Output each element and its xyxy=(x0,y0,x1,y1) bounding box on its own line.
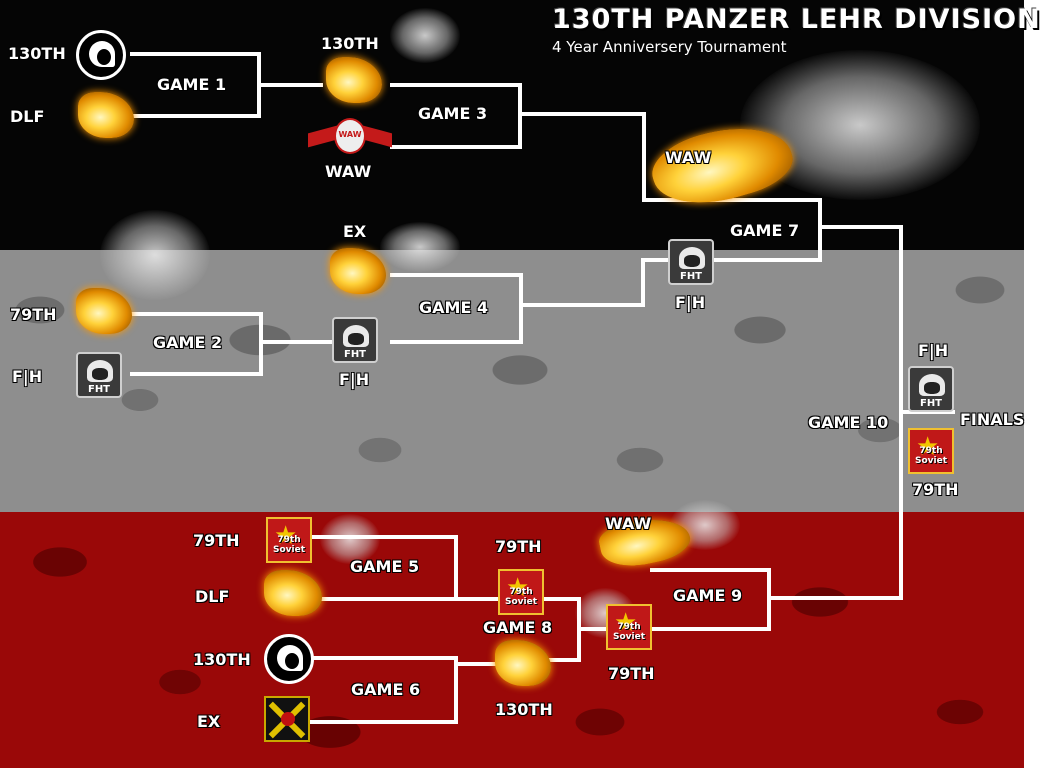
page-subtitle: 4 Year Anniversery Tournament xyxy=(552,38,787,56)
winged-eagle-icon: WAW xyxy=(308,116,392,156)
helmet-soldier-icon: FHT xyxy=(76,352,122,398)
helmet-soldier-icon: FHT xyxy=(908,366,954,412)
game-label: GAME 3 xyxy=(418,104,488,123)
team-label: WAW xyxy=(325,162,372,181)
team-label: EX xyxy=(343,222,367,241)
page-title: 130TH PANZER LEHR DIVISION xyxy=(552,4,1041,35)
game-label: GAME 8 xyxy=(483,618,553,637)
team-label: 130TH xyxy=(193,650,251,669)
smoke-wisp xyxy=(380,222,460,272)
game-label: GAME 2 xyxy=(153,333,223,352)
team-label: 130TH xyxy=(321,34,379,53)
team-label: 79TH xyxy=(495,537,542,556)
finals-label: FINALS xyxy=(960,410,1025,429)
team-label: 79TH xyxy=(193,531,240,550)
team-label: 130TH xyxy=(8,44,66,63)
flaming-logo-icon xyxy=(326,57,382,103)
team-label: F|H xyxy=(675,293,706,312)
soviet-star-icon: ★79th Soviet xyxy=(606,604,652,650)
flaming-logo-icon xyxy=(330,248,386,294)
game-label: GAME 4 xyxy=(419,298,489,317)
panther-head-icon xyxy=(76,30,126,80)
flaming-logo-icon xyxy=(495,640,551,686)
team-label: 79TH xyxy=(912,480,959,499)
team-label: F|H xyxy=(12,367,43,386)
team-label: DLF xyxy=(10,107,45,126)
team-label: WAW xyxy=(665,148,712,167)
panther-head-icon xyxy=(264,634,314,684)
flaming-logo-icon xyxy=(78,92,134,138)
helmet-soldier-icon: FHT xyxy=(332,317,378,363)
team-label: F|H xyxy=(339,370,370,389)
soviet-star-icon: ★79th Soviet xyxy=(498,569,544,615)
team-label: 79TH xyxy=(608,664,655,683)
game-label: GAME 6 xyxy=(351,680,421,699)
soviet-star-icon: ★79th Soviet xyxy=(908,428,954,474)
smoke-wisp xyxy=(320,514,380,564)
crossed-x-icon xyxy=(264,696,310,742)
game-label: GAME 5 xyxy=(350,557,420,576)
team-label: F|H xyxy=(918,341,949,360)
game-label: GAME 10 xyxy=(808,413,889,432)
game-label: GAME 7 xyxy=(730,221,800,240)
team-label: 130TH xyxy=(495,700,553,719)
smoke-wisp xyxy=(390,8,460,63)
flaming-logo-icon xyxy=(76,288,132,334)
helmet-soldier-icon: FHT xyxy=(668,239,714,285)
flaming-logo-icon xyxy=(264,570,322,616)
game-label: GAME 9 xyxy=(673,586,743,605)
team-label: EX xyxy=(197,712,221,731)
smoke-wisp xyxy=(100,210,210,300)
team-label: WAW xyxy=(605,514,652,533)
team-label: DLF xyxy=(195,587,230,606)
team-label: 79TH xyxy=(10,305,57,324)
game-label: GAME 1 xyxy=(157,75,227,94)
soviet-star-icon: ★79th Soviet xyxy=(266,517,312,563)
